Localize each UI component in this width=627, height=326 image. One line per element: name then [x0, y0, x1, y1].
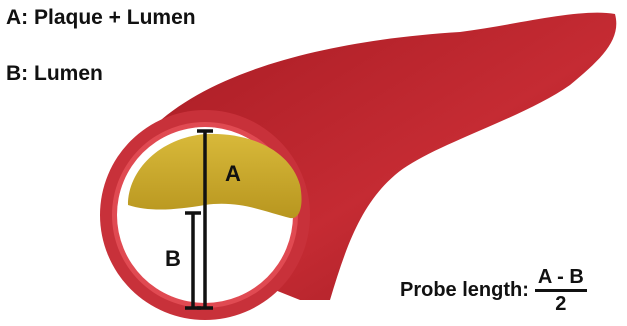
marker-b: B [165, 246, 181, 271]
marker-a: A [225, 161, 241, 186]
probe-length-formula: Probe length: A - B 2 [400, 266, 587, 315]
formula-numerator: A - B [535, 266, 587, 292]
formula-fraction: A - B 2 [535, 266, 587, 315]
formula-label: Probe length: [400, 279, 529, 302]
formula-denominator: 2 [555, 292, 566, 315]
